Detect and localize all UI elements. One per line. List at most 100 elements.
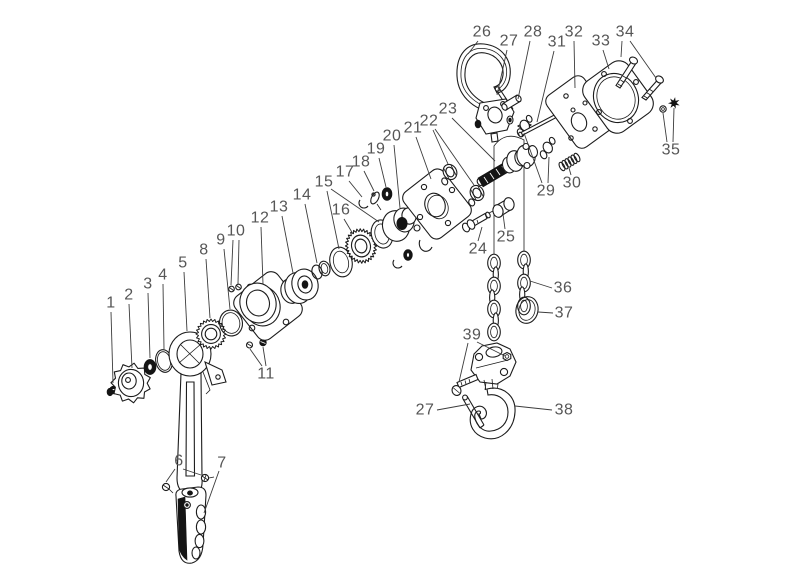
- part-label-23: 23: [439, 101, 458, 118]
- leader-line-4: [162, 283, 165, 350]
- chain-end-ring: [515, 296, 539, 324]
- leader-line-15: [330, 188, 380, 223]
- leader-line-27b: [436, 403, 471, 411]
- leader-line-29: [523, 132, 543, 184]
- part-label-29: 29: [537, 183, 556, 200]
- pawl-piece: [370, 191, 382, 211]
- lock-washer: [659, 105, 667, 113]
- shaft-screw: [461, 209, 496, 233]
- part-label-35: 35: [662, 142, 681, 159]
- leader-line-31: [536, 50, 555, 123]
- leader-line-11: [262, 346, 267, 367]
- friction-ring: [218, 309, 244, 337]
- leader-line-10: [230, 239, 234, 286]
- leader-line-32: [573, 40, 576, 89]
- part-label-9: 9: [216, 232, 225, 249]
- part-label-16: 16: [332, 202, 351, 219]
- part-label-12: 12: [251, 210, 270, 227]
- wheel-washer: [143, 359, 157, 375]
- spline-bushing-lower: [468, 184, 485, 207]
- leader-line-26: [467, 40, 479, 55]
- part-label-26: 26: [473, 24, 492, 41]
- part-label-31: 31: [548, 34, 567, 51]
- part-label-1: 1: [106, 295, 115, 312]
- brake-hub: [381, 207, 417, 269]
- leader-line-3: [147, 292, 151, 359]
- part-label-34: 34: [616, 24, 635, 41]
- leader-line-16: [343, 218, 354, 235]
- leader-line-6: [182, 468, 202, 476]
- cover-bolt-lower: [641, 75, 664, 101]
- part-label-18: 18: [352, 154, 371, 171]
- part-label-17: 17: [336, 164, 355, 181]
- part-label-15: 15: [315, 174, 334, 191]
- part-label-39: 39: [463, 327, 482, 344]
- leader-line-25: [502, 213, 506, 230]
- leader-line-35: [662, 112, 668, 143]
- brake-disc-hub: [280, 268, 319, 305]
- part-label-32: 32: [565, 24, 584, 41]
- ratchet-wheel: [344, 228, 378, 264]
- leader-line-11: [249, 348, 263, 367]
- leader-line-8: [205, 258, 211, 319]
- part-label-13: 13: [270, 199, 289, 216]
- part-label-38: 38: [555, 402, 574, 419]
- leader-line-6: [165, 468, 176, 483]
- part-label-27b: 27: [416, 402, 435, 419]
- part-label-22: 22: [420, 113, 439, 130]
- part-label-6: 6: [174, 453, 183, 470]
- part-label-3: 3: [143, 276, 152, 293]
- leader-line-21: [415, 136, 432, 180]
- outer-cover-plate: [582, 60, 654, 134]
- yoke-nut: [502, 351, 512, 362]
- plate-screws: [228, 283, 242, 293]
- leader-line-33: [602, 49, 610, 70]
- chain-path-line: [493, 135, 525, 256]
- part-label-30: 30: [563, 175, 582, 192]
- part-label-7: 7: [217, 455, 226, 472]
- shaft-pin: [501, 94, 522, 111]
- pawl-bushing-upper: [516, 114, 533, 138]
- leader-line-27: [496, 49, 508, 96]
- part-label-19: 19: [367, 141, 386, 158]
- leader-line-7: [203, 470, 220, 514]
- part-label-4: 4: [158, 267, 167, 284]
- grip-screw-right: [200, 473, 215, 483]
- pawl-spring: [558, 152, 581, 172]
- bottom-hook: [469, 378, 516, 440]
- lever-frame: [168, 331, 227, 494]
- leader-line-5: [183, 271, 188, 332]
- spacer-rings: [311, 260, 331, 280]
- pinion-side-plate: [402, 168, 472, 252]
- part-label-33: 33: [592, 33, 611, 50]
- part-label-21: 21: [404, 120, 423, 137]
- part-label-25: 25: [497, 229, 516, 246]
- part-label-20: 20: [383, 128, 402, 145]
- bottom-hook-latch: [462, 394, 485, 429]
- leader-line-24: [477, 226, 483, 242]
- grip-screw-left: [161, 482, 174, 494]
- leader-line-34: [629, 40, 657, 79]
- leader-line-15: [326, 190, 340, 250]
- load-chain: [487, 253, 501, 342]
- leader-line-30: [568, 167, 572, 176]
- pawl-bushing-lower: [539, 136, 556, 160]
- retainer-clip: [358, 199, 369, 209]
- leader-line-1: [110, 311, 114, 384]
- leader-line-18: [363, 170, 375, 192]
- leader-line-39: [458, 342, 469, 383]
- leader-line-39: [476, 341, 506, 357]
- part-label-37: 37: [555, 305, 574, 322]
- hand-grip: [175, 486, 207, 564]
- leader-line-2: [128, 303, 133, 369]
- part-label-28: 28: [524, 24, 543, 41]
- leader-line-36: [529, 280, 553, 289]
- leader-line-35: [672, 107, 675, 143]
- spline-bushing-upper: [441, 163, 458, 186]
- part-label-24: 24: [469, 241, 488, 258]
- part-label-36: 36: [554, 280, 573, 297]
- leader-line-19: [378, 157, 387, 188]
